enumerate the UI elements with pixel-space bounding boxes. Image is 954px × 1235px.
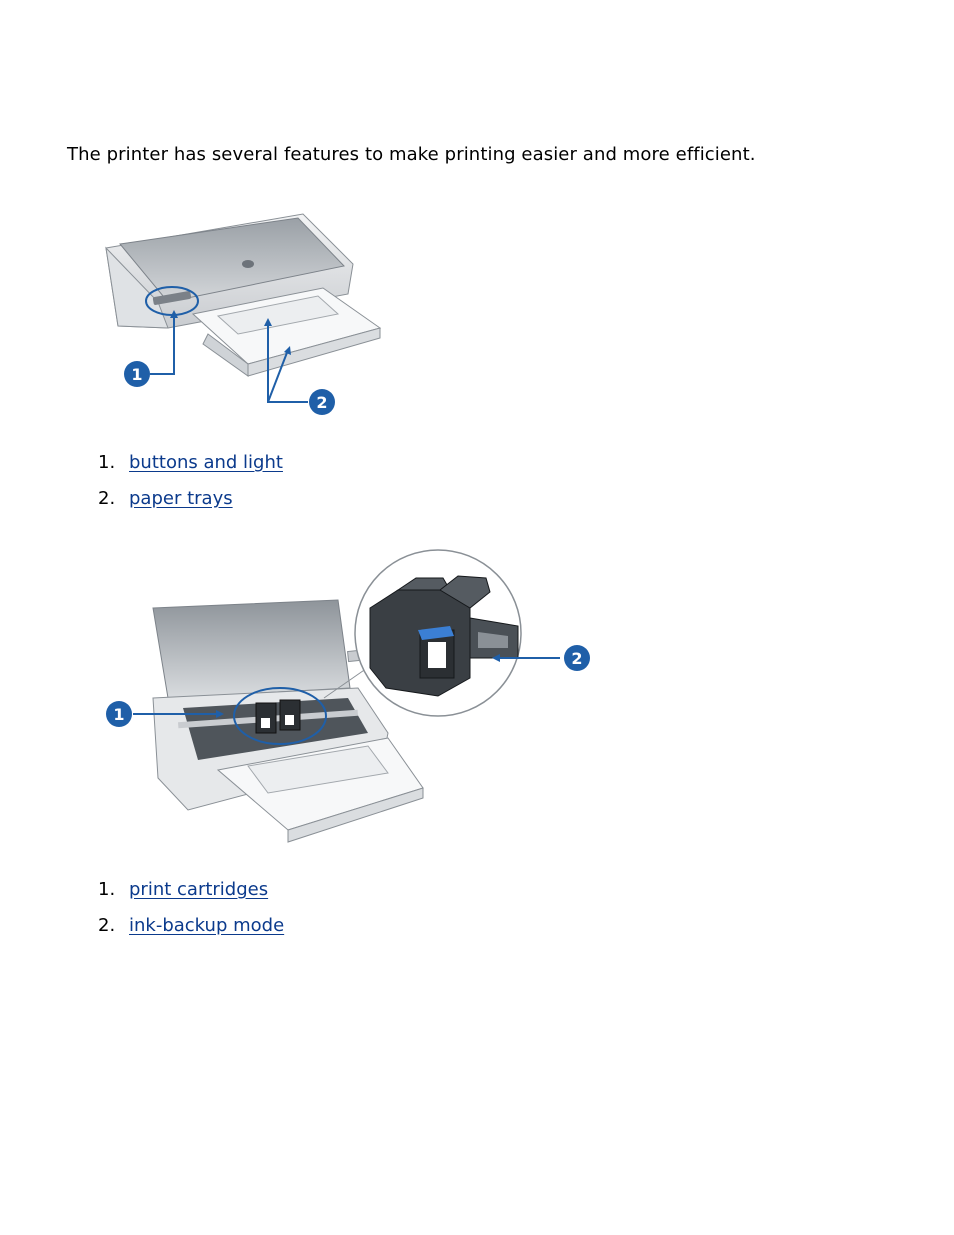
- list-number: 1.: [98, 879, 116, 900]
- list-number: 2.: [98, 915, 116, 936]
- callout-2-label: 2: [571, 649, 582, 668]
- list-number: 2.: [98, 488, 116, 509]
- link-print-cartridges[interactable]: print cartridges: [129, 879, 269, 900]
- callout-2-badge: 2: [564, 645, 590, 671]
- intro-paragraph: The printer has several features to make…: [67, 144, 756, 165]
- printer-cartridge-illustration: 1 2: [106, 549, 590, 843]
- printer-front-illustration: 1 2: [105, 213, 382, 415]
- list-number: 1.: [98, 452, 116, 473]
- callout-1-badge: 1: [124, 361, 150, 387]
- callout-1-label: 1: [131, 365, 142, 384]
- link-paper-trays[interactable]: paper trays: [129, 488, 233, 509]
- link-buttons-and-light[interactable]: buttons and light: [129, 452, 283, 473]
- callout-2-badge: 2: [309, 389, 335, 415]
- callout-1-badge: 1: [106, 701, 132, 727]
- callout-2-label: 2: [316, 393, 327, 412]
- link-ink-backup-mode[interactable]: ink-backup mode: [129, 915, 285, 936]
- callout-1-label: 1: [113, 705, 124, 724]
